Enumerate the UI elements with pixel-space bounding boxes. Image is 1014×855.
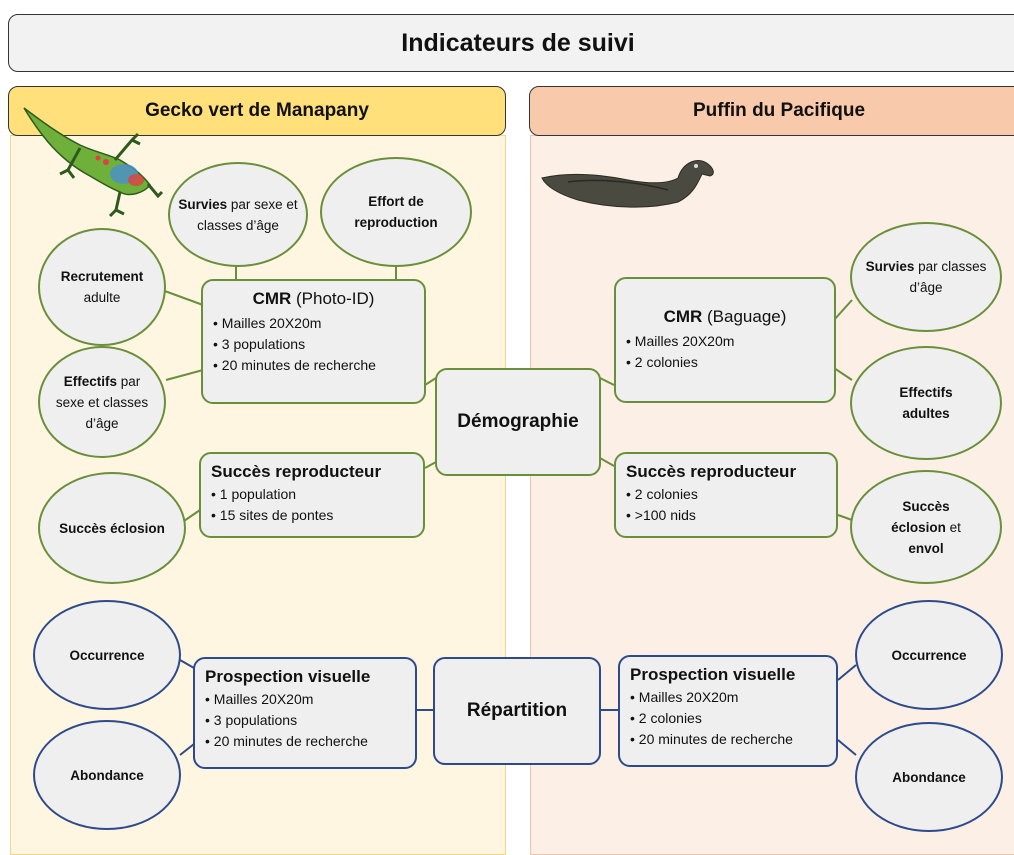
- connector-line: [165, 369, 204, 381]
- connector-line: [161, 289, 204, 306]
- survies-oval: Survies par classes d’âge: [850, 222, 1002, 332]
- list-item: 15 sites de pontes: [211, 505, 413, 526]
- effort-reproduction-oval: Effort de reproduction: [320, 157, 472, 267]
- abondance-oval: Abondance: [33, 720, 181, 830]
- list-item: 2 colonies: [626, 484, 826, 505]
- list-item: Mailles 20X20m: [630, 687, 826, 708]
- connector-line: [424, 461, 437, 469]
- list-item: 20 minutes de recherche: [213, 355, 414, 376]
- succes-eclosion-oval: Succès éclosion: [38, 472, 186, 584]
- prospection-visuelle-box: Prospection visuelle Mailles 20X20m 3 po…: [193, 657, 417, 769]
- list-item: 2 colonies: [626, 352, 824, 373]
- connector-line: [837, 664, 857, 681]
- list-item: Mailles 20X20m: [213, 313, 414, 334]
- succes-reproducteur-box: Succès reproducteur 1 population 15 site…: [199, 452, 425, 538]
- connector-line: [599, 377, 615, 386]
- connector-line: [837, 514, 853, 521]
- connector-line: [183, 509, 201, 522]
- survies-oval: Survies par sexe et classes d’âge: [168, 162, 308, 267]
- list-item: Mailles 20X20m: [626, 331, 824, 352]
- abondance-oval: Abondance: [855, 722, 1003, 832]
- connector-line: [837, 739, 857, 756]
- cmr-photo-id-box: CMR (Photo-ID) Mailles 20X20m 3 populati…: [201, 279, 426, 404]
- connector-line: [424, 377, 437, 386]
- list-item: 20 minutes de recherche: [630, 729, 826, 750]
- connector-line: [599, 457, 615, 467]
- puffin-header: Puffin du Pacifique: [529, 86, 1014, 136]
- list-item: 20 minutes de recherche: [205, 731, 405, 752]
- list-item: 3 populations: [213, 334, 414, 355]
- occurrence-oval: Occurrence: [33, 600, 181, 710]
- connector-line: [179, 659, 195, 669]
- demographie-box: Démographie: [435, 368, 601, 476]
- cmr-baguage-box: CMR (Baguage) Mailles 20X20m 2 colonies: [614, 277, 836, 403]
- connector-line: [833, 299, 853, 321]
- prospection-visuelle-box: Prospection visuelle Mailles 20X20m 2 co…: [618, 655, 838, 767]
- page-title: Indicateurs de suivi: [8, 14, 1014, 72]
- list-item: 2 colonies: [630, 708, 826, 729]
- gecko-header: Gecko vert de Manapany: [8, 86, 506, 136]
- effectifs-oval: Effectifs par sexe et classes d’âge: [38, 346, 166, 458]
- effectifs-adultes-oval: Effectifs adultes: [850, 346, 1002, 460]
- succes-reproducteur-box: Succès reproducteur 2 colonies >100 nids: [614, 452, 838, 538]
- repartition-box: Répartition: [433, 657, 601, 765]
- gecko-illustration: [23, 107, 164, 218]
- list-item: >100 nids: [626, 505, 826, 526]
- list-item: 1 population: [211, 484, 413, 505]
- shearwater-illustration: [541, 160, 714, 208]
- connector-line: [179, 743, 195, 756]
- occurrence-oval: Occurrence: [855, 600, 1003, 710]
- connector-line: [833, 367, 853, 381]
- list-item: Mailles 20X20m: [205, 689, 405, 710]
- list-item: 3 populations: [205, 710, 405, 731]
